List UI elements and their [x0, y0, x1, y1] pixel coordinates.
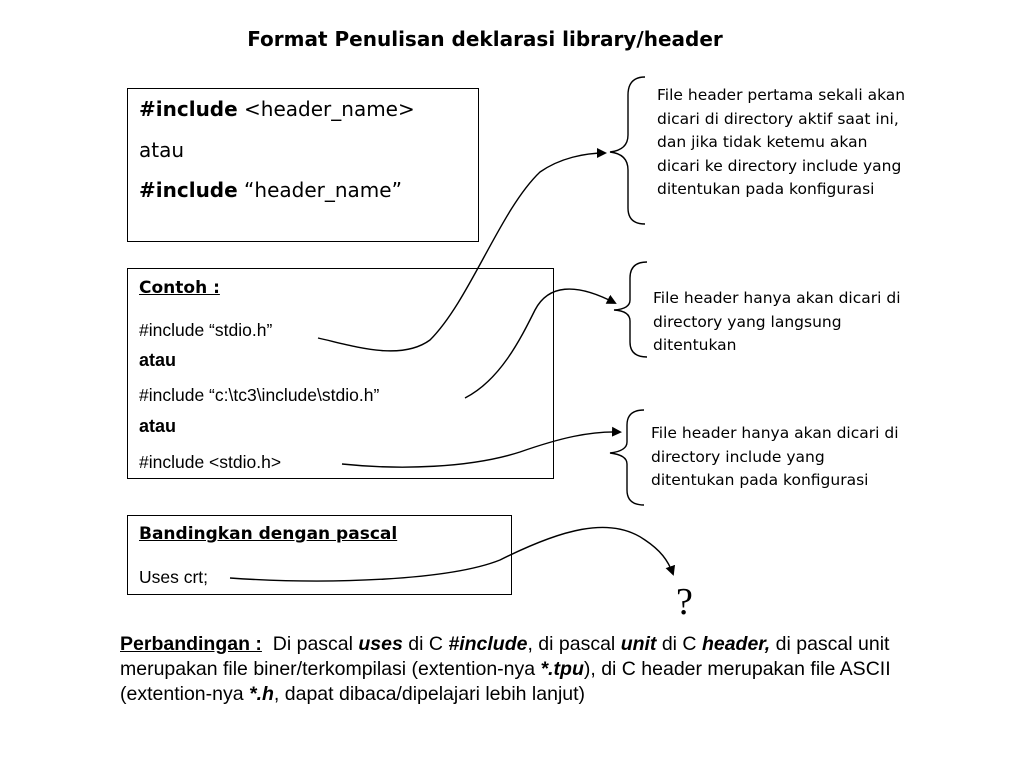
example-or-1: atau	[139, 350, 177, 370]
comparison-paragraph: Perbandingan : Di pascal uses di C #incl…	[120, 632, 940, 707]
arrow-quote-include	[317, 148, 607, 352]
note-line: ditentukan pada konfigurasi	[651, 471, 869, 489]
example-angle-include: #include <stdio.h>	[139, 452, 282, 472]
note-line: ditentukan pada konfigurasi	[657, 180, 875, 198]
example-box: Contoh : #include “stdio.h” atau #includ…	[127, 268, 554, 479]
syntax-quote-line: #include “header_name”	[139, 178, 402, 202]
brace-note-2	[613, 261, 648, 358]
syntax-box: #include <header_name> atau #include “he…	[127, 88, 479, 242]
kw-uses: uses	[358, 633, 403, 655]
include-keyword: #include	[139, 178, 238, 202]
arrow-angle-include	[341, 426, 622, 468]
para-text: Di pascal	[261, 633, 359, 655]
ext-h: *.h	[249, 683, 274, 705]
note-active-directory: File header pertama sekali akan dicari d…	[657, 84, 905, 202]
note-line: dicari di directory aktif saat ini,	[657, 109, 899, 128]
pascal-heading: Bandingkan dengan pascal	[139, 524, 398, 544]
note-specified-directory: File header hanya akan dicari di directo…	[653, 287, 901, 358]
kw-include: #include	[448, 633, 528, 655]
para-text: , dapat dibaca/dipelajari lebih lanjut)	[273, 683, 586, 705]
para-text: ), di C header merupakan file ASCII (ext…	[120, 658, 891, 705]
example-quote-include: #include “stdio.h”	[139, 320, 273, 340]
question-mark: ?	[676, 581, 693, 623]
note-line: File header hanya akan dicari di	[651, 424, 899, 442]
pascal-box: Bandingkan dengan pascal Uses crt;	[127, 515, 512, 595]
arrow-path-include	[464, 288, 617, 399]
include-keyword: #include	[139, 97, 238, 121]
note-line: directory yang langsung	[653, 312, 842, 331]
syntax-or-label: atau	[139, 138, 185, 162]
para-text: di C	[402, 633, 449, 655]
note-line: dicari ke directory include yang	[657, 156, 902, 175]
quote-header-name: “header_name”	[237, 178, 402, 202]
note-line: ditentukan	[653, 336, 737, 354]
pascal-uses-line: Uses crt;	[139, 567, 209, 587]
note-line: File header hanya akan dicari di	[653, 289, 901, 307]
note-include-directory: File header hanya akan dicari di directo…	[651, 422, 899, 493]
note-line: File header pertama sekali akan	[657, 86, 906, 104]
para-text: di pascal unit merupakan file biner/terk…	[120, 633, 890, 680]
para-text: , di pascal	[527, 633, 621, 655]
arrow-uses-crt	[229, 526, 676, 582]
note-line: dan jika tidak ketemu akan	[657, 133, 868, 151]
example-path-include: #include “c:\tc3\include\stdio.h”	[139, 385, 380, 405]
ext-tpu: *.tpu	[540, 658, 584, 680]
para-text: di C	[656, 633, 702, 655]
angle-header-name: <header_name>	[237, 97, 415, 121]
note-line: directory include yang	[651, 447, 825, 466]
kw-unit: unit	[620, 633, 657, 655]
slide-title: Format Penulisan deklarasi library/heade…	[247, 27, 723, 51]
comparison-label: Perbandingan :	[120, 633, 262, 655]
kw-header: header,	[701, 633, 771, 655]
example-or-2: atau	[139, 416, 177, 436]
syntax-angle-line: #include <header_name>	[139, 97, 415, 121]
example-heading: Contoh :	[139, 278, 220, 298]
brace-note-3	[609, 409, 645, 506]
brace-note-1	[609, 76, 646, 225]
